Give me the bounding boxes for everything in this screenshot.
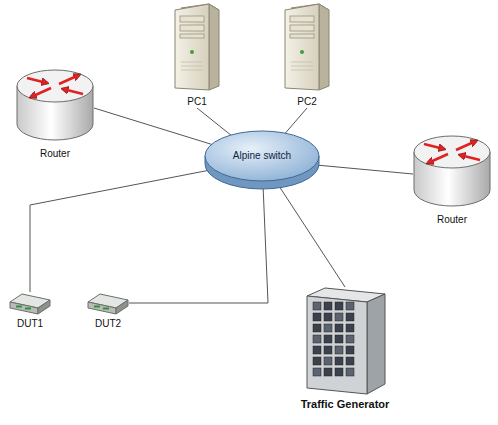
icon-part bbox=[290, 25, 314, 31]
router-icon bbox=[412, 132, 492, 212]
icon-part bbox=[27, 78, 47, 83]
pc-tower-icon bbox=[283, 2, 331, 94]
node-label: DUT2 bbox=[93, 318, 123, 330]
traffic-generator-icon bbox=[303, 286, 387, 396]
pc-node: PC2 bbox=[283, 2, 331, 108]
node-label: PC2 bbox=[295, 96, 318, 108]
icon-part bbox=[313, 335, 321, 343]
icon-part bbox=[313, 346, 321, 354]
icon-part bbox=[307, 296, 367, 394]
icon-part bbox=[313, 313, 321, 321]
icon-part bbox=[181, 62, 203, 63]
icon-part bbox=[324, 324, 332, 332]
icon-part bbox=[116, 300, 128, 314]
traffic-generator-node: Traffic Generator bbox=[299, 286, 392, 410]
network-link bbox=[197, 108, 231, 136]
icon-part bbox=[291, 62, 313, 63]
icon-part bbox=[346, 313, 354, 321]
icon-part bbox=[367, 294, 385, 394]
icon-part bbox=[291, 66, 313, 67]
icon-part bbox=[180, 25, 204, 31]
icon-part bbox=[346, 324, 354, 332]
icon-part bbox=[319, 4, 329, 90]
icon-part bbox=[456, 141, 476, 150]
icon-part bbox=[324, 335, 332, 343]
pc-tower-icon bbox=[173, 2, 221, 94]
icon-part bbox=[324, 357, 332, 365]
icon-part bbox=[313, 302, 321, 310]
icon-part bbox=[313, 368, 321, 376]
icon-part bbox=[414, 136, 490, 168]
node-label: Router bbox=[435, 214, 469, 226]
icon-part bbox=[94, 306, 100, 308]
icon-part bbox=[313, 324, 321, 332]
router-node: Router bbox=[412, 132, 492, 226]
icon-part bbox=[324, 302, 332, 310]
icon-part bbox=[290, 34, 314, 38]
icon-part bbox=[59, 75, 79, 84]
icon-part bbox=[346, 368, 354, 376]
icon-part bbox=[103, 308, 109, 310]
node-label: Alpine switch bbox=[204, 150, 320, 162]
network-link bbox=[129, 189, 268, 303]
icon-part bbox=[346, 346, 354, 354]
icon-part bbox=[460, 155, 480, 160]
icon-part bbox=[175, 4, 209, 90]
dut-node: DUT1 bbox=[8, 290, 52, 330]
network-link bbox=[30, 170, 209, 292]
icon-part bbox=[180, 34, 204, 38]
icon-part bbox=[25, 308, 31, 310]
node-label: Traffic Generator bbox=[299, 398, 392, 410]
icon-part bbox=[16, 306, 22, 308]
router-node: Router bbox=[15, 66, 95, 160]
icon-part bbox=[17, 70, 93, 102]
icon-part bbox=[346, 357, 354, 365]
icon-part bbox=[335, 313, 343, 321]
icon-part bbox=[10, 302, 38, 314]
icon-part bbox=[335, 302, 343, 310]
icon-part bbox=[38, 300, 50, 314]
icon-part bbox=[335, 324, 343, 332]
icon-part bbox=[335, 368, 343, 376]
icon-part bbox=[285, 4, 319, 90]
icon-part bbox=[324, 368, 332, 376]
icon-part bbox=[428, 154, 448, 163]
icon-part bbox=[335, 357, 343, 365]
icon-part bbox=[335, 346, 343, 354]
icon-part bbox=[424, 144, 444, 149]
icon-part bbox=[31, 88, 51, 97]
icon-part bbox=[88, 302, 116, 314]
dut-device-icon bbox=[86, 290, 130, 316]
icon-part bbox=[324, 346, 332, 354]
icon-part bbox=[290, 16, 314, 22]
node-label: DUT1 bbox=[15, 318, 45, 330]
router-icon bbox=[15, 66, 95, 146]
icon-part bbox=[313, 357, 321, 365]
icon-part bbox=[209, 4, 219, 90]
icon-part bbox=[180, 16, 204, 22]
icon-part bbox=[205, 131, 319, 181]
icon-part bbox=[291, 70, 313, 71]
network-link bbox=[94, 108, 213, 145]
icon-part bbox=[346, 302, 354, 310]
icon-part bbox=[181, 66, 203, 67]
pc-node: PC1 bbox=[173, 2, 221, 108]
network-link bbox=[285, 108, 307, 134]
dut-device-icon bbox=[8, 290, 52, 316]
icon-part bbox=[190, 50, 194, 54]
icon-part bbox=[63, 89, 83, 94]
icon-part bbox=[324, 313, 332, 321]
node-label: PC1 bbox=[185, 96, 208, 108]
icon-part bbox=[181, 70, 203, 71]
network-link bbox=[280, 188, 345, 288]
icon-part bbox=[300, 50, 304, 54]
icon-part bbox=[335, 335, 343, 343]
switch-ellipse: Alpine switch bbox=[204, 130, 320, 190]
icon-part bbox=[346, 335, 354, 343]
network-link bbox=[318, 165, 413, 174]
node-label: Router bbox=[38, 148, 72, 160]
dut-node: DUT2 bbox=[86, 290, 130, 330]
